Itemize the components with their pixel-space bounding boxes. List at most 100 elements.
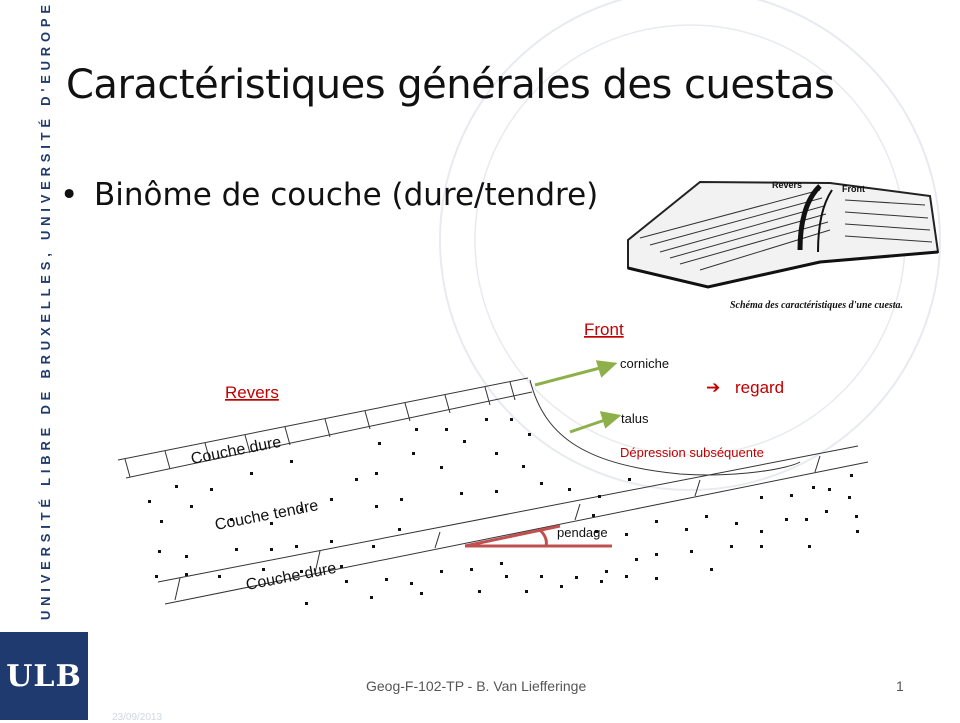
soft-layer-dot [605, 570, 608, 573]
soft-layer-dot [398, 528, 401, 531]
soft-layer-dot [340, 565, 343, 568]
bottom-ticks [174, 455, 821, 601]
soft-layer-dot [760, 545, 763, 548]
soft-layer-dot [372, 545, 375, 548]
inset-label-front: Front [842, 184, 865, 194]
soft-layer-dot [595, 530, 598, 533]
layer-couche-dure-bottom [157, 445, 869, 605]
soft-layer-dot [495, 490, 498, 493]
soft-layer-dot [470, 568, 473, 571]
soft-layer-dot [420, 592, 423, 595]
soft-layer-dot [385, 578, 388, 581]
soft-layer-dot [525, 590, 528, 593]
soft-layer-dot [848, 496, 851, 499]
inset-front-ridge [797, 184, 822, 251]
soft-layer-dot [370, 596, 373, 599]
soft-layer-dot [218, 575, 221, 578]
soft-layer-dot [410, 582, 413, 585]
soft-layer-dot [463, 440, 466, 443]
soft-layer-dot [540, 575, 543, 578]
label-depression: Dépression subséquente [620, 445, 764, 460]
soft-layer-dot [528, 433, 531, 436]
soft-layer-dot [635, 558, 638, 561]
layer-couche-dure-top [117, 377, 801, 479]
soft-layer-dot [300, 508, 303, 511]
soft-layer-dot [790, 494, 793, 497]
soft-layer-dot [270, 548, 273, 551]
soft-layer-dot [628, 478, 631, 481]
soft-layer-dot [210, 488, 213, 491]
pendage-angle [464, 524, 612, 548]
talus-arrow [569, 411, 622, 434]
soft-layer-dot [300, 570, 303, 573]
soft-layer-dot [445, 428, 448, 431]
label-couche-tendre: Couche tendre [214, 497, 320, 534]
soft-layer-dot [375, 472, 378, 475]
inset-illustration: Revers Front Schéma des caractéristiques… [627, 180, 940, 311]
label-talus: talus [621, 411, 649, 426]
bullet-marker: • [60, 177, 79, 213]
footer-text: Geog-F-102-TP - B. Van Liefferinge [366, 678, 587, 694]
soft-layer-dot [230, 518, 233, 521]
soft-layer-dot [850, 474, 853, 477]
soft-layer-dot [155, 575, 158, 578]
soft-layer-dot [855, 515, 858, 518]
inset-caption: Schéma des caractéristiques d'une cuesta… [730, 300, 903, 311]
soft-layer-dot [190, 505, 193, 508]
soft-layer-dot [600, 580, 603, 583]
soft-layer-dot [305, 602, 308, 605]
soft-layer-dot [625, 533, 628, 536]
soft-layer-dot [495, 452, 498, 455]
soft-layer-dot [730, 545, 733, 548]
soft-layer-dot [568, 488, 571, 491]
inset-label-revers: Revers [772, 180, 802, 190]
soft-layer-dot [440, 466, 443, 469]
soft-layer-dot [760, 530, 763, 533]
footer-date: 23/09/2013 [112, 712, 163, 723]
ulb-logo: ULB [0, 632, 88, 720]
soft-layer-dot [560, 585, 563, 588]
label-revers: Revers [225, 383, 279, 402]
soft-layer-dot [690, 550, 693, 553]
soft-layer-dot [158, 550, 161, 553]
soft-layer-dot [345, 580, 348, 583]
soft-layer-dot [270, 522, 273, 525]
soft-layer-dot [375, 505, 378, 508]
soft-layer-dot [710, 568, 713, 571]
soft-layer-dot [250, 472, 253, 475]
soft-layer-dot [485, 418, 488, 421]
soft-layer-dot [378, 442, 381, 445]
soft-layer-dot [460, 492, 463, 495]
soft-layer-dot [522, 465, 525, 468]
soft-layer-dot [415, 428, 418, 431]
ulb-logo-text: ULB [6, 658, 82, 694]
soft-layer-dot [655, 577, 658, 580]
bullet-item: • Binôme de couche (dure/tendre) [60, 177, 598, 213]
bullet-text: Binôme de couche (dure/tendre) [94, 177, 599, 213]
soft-layer-dot [355, 478, 358, 481]
label-pendage: pendage [557, 525, 608, 540]
soft-layer-dot [400, 498, 403, 501]
label-couche-dure-top: Couche dure [190, 434, 283, 468]
soft-layer-dot [160, 520, 163, 523]
soft-layer-dot [175, 485, 178, 488]
soft-layer-dot [262, 568, 265, 571]
soft-layer-dot [808, 545, 811, 548]
inset-base [627, 250, 939, 289]
label-front: Front [584, 320, 624, 339]
soft-layer-dot [735, 522, 738, 525]
soft-layer-dot [478, 590, 481, 593]
soft-layer-dot [412, 452, 415, 455]
soft-layer-dot [625, 575, 628, 578]
label-couche-dure-bottom: Couche dure [245, 560, 338, 594]
soft-layer-dot [185, 555, 188, 558]
soft-layer-dot [235, 548, 238, 551]
soft-layer-dot [812, 486, 815, 489]
slide-title: Caractéristiques générales des cuestas [66, 62, 835, 108]
soft-layer-dot [856, 530, 859, 533]
page-number: 1 [896, 678, 904, 694]
soft-layer-dot [825, 510, 828, 513]
soft-layer-dot [440, 570, 443, 573]
corniche-arrow [534, 360, 618, 387]
